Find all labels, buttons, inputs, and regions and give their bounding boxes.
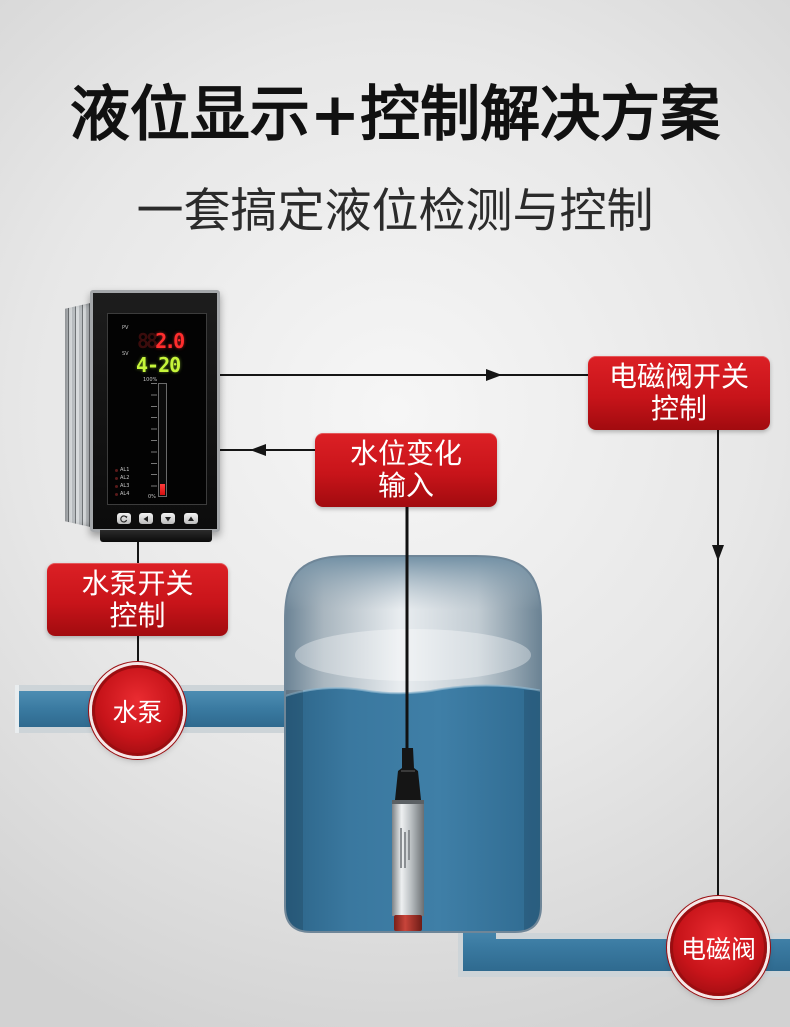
page-subtitle: 一套搞定液位检测与控制 [136,184,654,239]
valve-control-callout: 电磁阀开关 控制 [588,356,770,430]
controller-cycle-button [117,513,131,524]
up-arrow-icon [188,516,194,521]
bar-graph-scale [151,383,157,497]
level-controller: PV 882.0 SV 4-20 100% 0% AL1 AL2 AL3 AL4 [62,288,222,544]
pv-value: 2.0 [155,329,185,353]
controller-down-button [161,513,175,524]
controller-base [100,530,212,542]
alarm-indicator-4 [115,493,118,496]
alarm-indicator-1 [115,469,118,472]
pump-control-callout: 水泵开关 控制 [47,563,228,636]
arrow-left-icon [250,444,266,456]
signal-lines [137,374,719,899]
arrow-down-icon [712,545,724,561]
pump-control-line-2: 控制 [109,599,166,632]
bar-graph-bottom-label: 0% [148,494,156,500]
solenoid-valve-badge: 电磁阀 [670,899,767,996]
alarm-label-1: AL1 [120,467,130,473]
alarm-label-4: AL4 [120,491,130,497]
pump-label: 水泵 [112,697,163,727]
down-arrow-icon [165,516,171,521]
pressure-level-sensor [392,507,424,931]
water-tank [284,555,542,933]
pump-control-line-1: 水泵开关 [81,567,194,600]
alarm-label-2: AL2 [120,475,130,481]
bar-graph-fill [160,483,165,495]
pv-dim-digits: 88 [137,329,158,353]
alarm-indicator-3 [115,485,118,488]
valve-control-line-2: 控制 [650,392,707,425]
pv-label: PV [122,325,129,331]
cycle-icon [120,514,128,523]
level-input-line-2: 输入 [377,469,434,502]
valve-control-line-1: 电磁阀开关 [608,360,749,393]
bar-graph [158,383,167,497]
alarm-label-3: AL3 [120,483,130,489]
level-input-callout: 水位变化 输入 [315,433,497,507]
level-input-line-1: 水位变化 [349,437,462,470]
page-title: 液位显示+控制解决方案 [69,80,721,150]
controller-display: PV 882.0 SV 4-20 100% 0% AL1 AL2 AL3 AL4 [107,313,207,505]
bar-graph-top-label: 100% [143,377,158,383]
alarm-indicator-2 [115,477,118,480]
pump-badge: 水泵 [92,665,183,756]
valve-label: 电磁阀 [680,934,756,964]
pv-readout: 882.0 [137,329,185,353]
left-arrow-icon [143,515,148,522]
sv-label: SV [122,351,129,357]
arrow-right-icon [486,369,502,381]
controller-left-button [139,513,153,524]
controller-up-button [184,513,198,524]
sv-value: 4-20 [136,353,181,377]
